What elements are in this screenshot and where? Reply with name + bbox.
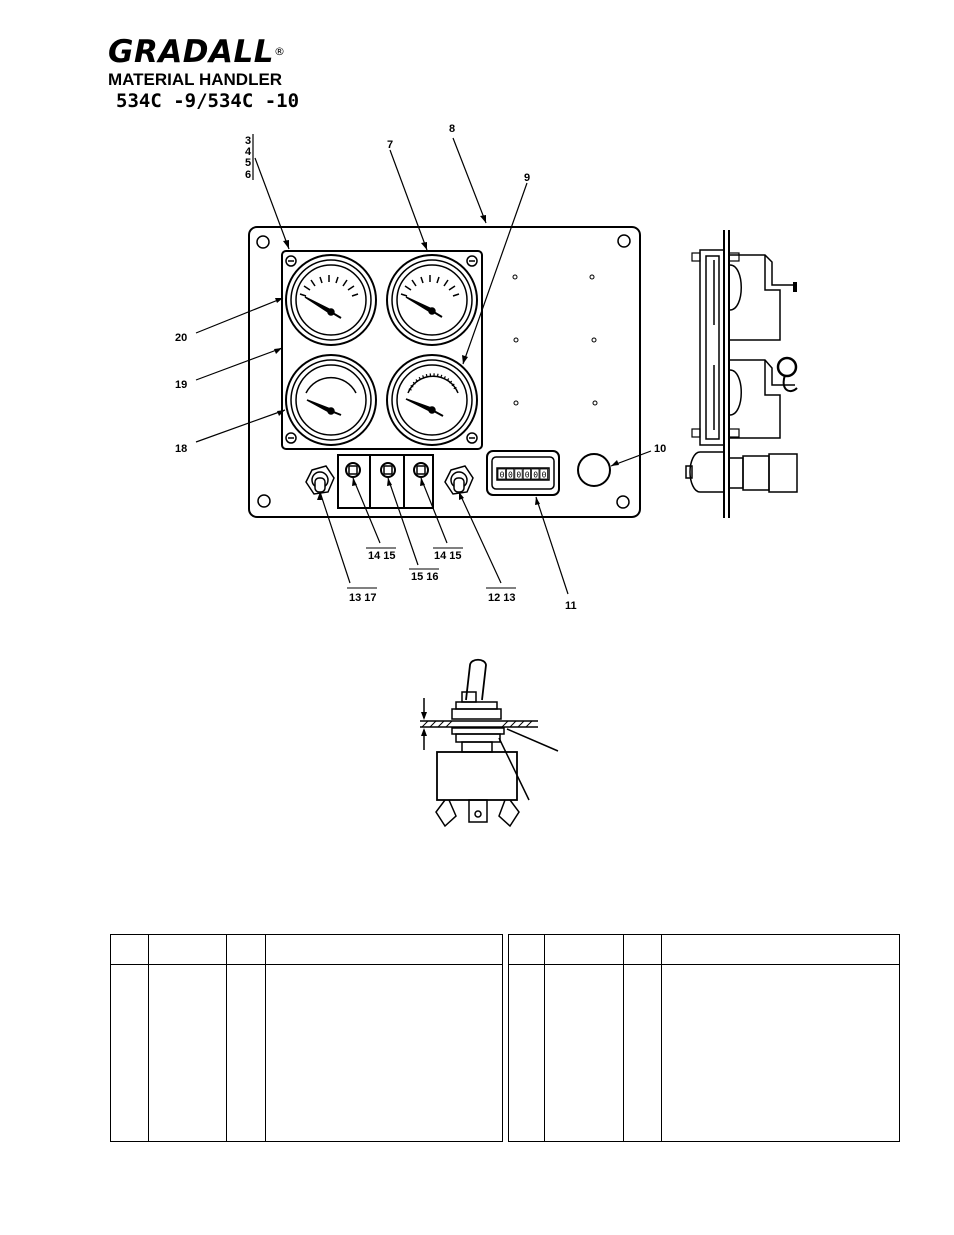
counter-digit: 0 (516, 471, 521, 480)
panel-dots (512, 274, 598, 406)
table-column (623, 935, 624, 1141)
counter-digit: 0 (508, 471, 513, 480)
callout-9: 9 (524, 172, 530, 184)
toggle-switch-detail (420, 658, 559, 828)
gauge-top-left (285, 254, 377, 346)
callout-19: 19 (175, 379, 187, 391)
mounting-hole (256, 235, 270, 249)
callout-10: 10 (654, 443, 666, 455)
counter-digit-cell (514, 468, 523, 480)
callout-12-13: 12 13 (488, 592, 516, 604)
table-header-divider (111, 964, 502, 965)
table-column (265, 935, 266, 1141)
label-overbars (347, 547, 516, 589)
table-column (148, 935, 149, 1141)
counter-digit: 0 (542, 471, 547, 480)
callout-7: 7 (387, 139, 393, 151)
callout-18: 18 (175, 443, 187, 455)
bezel-screws (285, 255, 478, 444)
mounting-hole (616, 495, 630, 509)
table-column (544, 935, 545, 1141)
callout-13-17: 13 17 (349, 592, 377, 604)
brand-subtitle: MATERIAL HANDLER (108, 70, 283, 89)
callout-3: 3 (245, 135, 251, 147)
callout-4: 4 (245, 146, 252, 158)
gauge-top-right (386, 254, 478, 346)
callout-6: 6 (245, 169, 251, 181)
left-toggle-switch (305, 465, 335, 495)
counter-digit-cell (497, 468, 506, 480)
mounting-hole (257, 494, 271, 508)
gauge-bottom-left (285, 354, 377, 446)
callout-14-15-left: 14 15 (368, 550, 396, 562)
counter-digit: 0 (533, 471, 538, 480)
table-column (661, 935, 662, 1141)
callout-20: 20 (175, 332, 187, 344)
counter-digit-cell (505, 468, 515, 480)
callout-leaders (195, 134, 652, 595)
registered-mark: ® (274, 45, 286, 58)
callout-numbers: 3 4 5 6 7 8 9 10 11 12 13 13 17 14 15 14… (175, 123, 666, 612)
callout-15-16: 15 16 (411, 571, 439, 583)
counter-digit: 0 (525, 471, 530, 480)
panel-side-view (685, 230, 798, 518)
counter-digit-cell (531, 468, 540, 480)
gradall-logo: GRADALL® MATERIAL HANDLER 534C -9/534C -… (108, 36, 299, 112)
table-column (226, 935, 227, 1141)
counter-digit-cell (539, 468, 548, 480)
callout-5: 5 (245, 157, 251, 169)
gauge-cluster-bezel (281, 250, 483, 450)
callout-arrowheads (274, 215, 619, 505)
panel-knob (577, 453, 611, 487)
parts-table-right (508, 934, 900, 1142)
callout-8: 8 (449, 123, 455, 135)
mounting-hole (617, 234, 631, 248)
callout-14-15-right: 14 15 (434, 550, 462, 562)
indicator-lamp-block (337, 454, 434, 509)
panel-plate (248, 226, 641, 518)
parts-table-left (110, 934, 503, 1142)
counter-digit-cell (522, 468, 532, 480)
table-header-divider (509, 964, 899, 965)
model-number: 534C -9/534C -10 (116, 90, 300, 112)
counter-digit: 0 (500, 471, 505, 480)
right-toggle-switch (444, 465, 474, 495)
brand-name: GRADALL® (108, 34, 286, 70)
callout-11: 11 (565, 600, 577, 612)
gauge-bottom-right (386, 354, 478, 446)
